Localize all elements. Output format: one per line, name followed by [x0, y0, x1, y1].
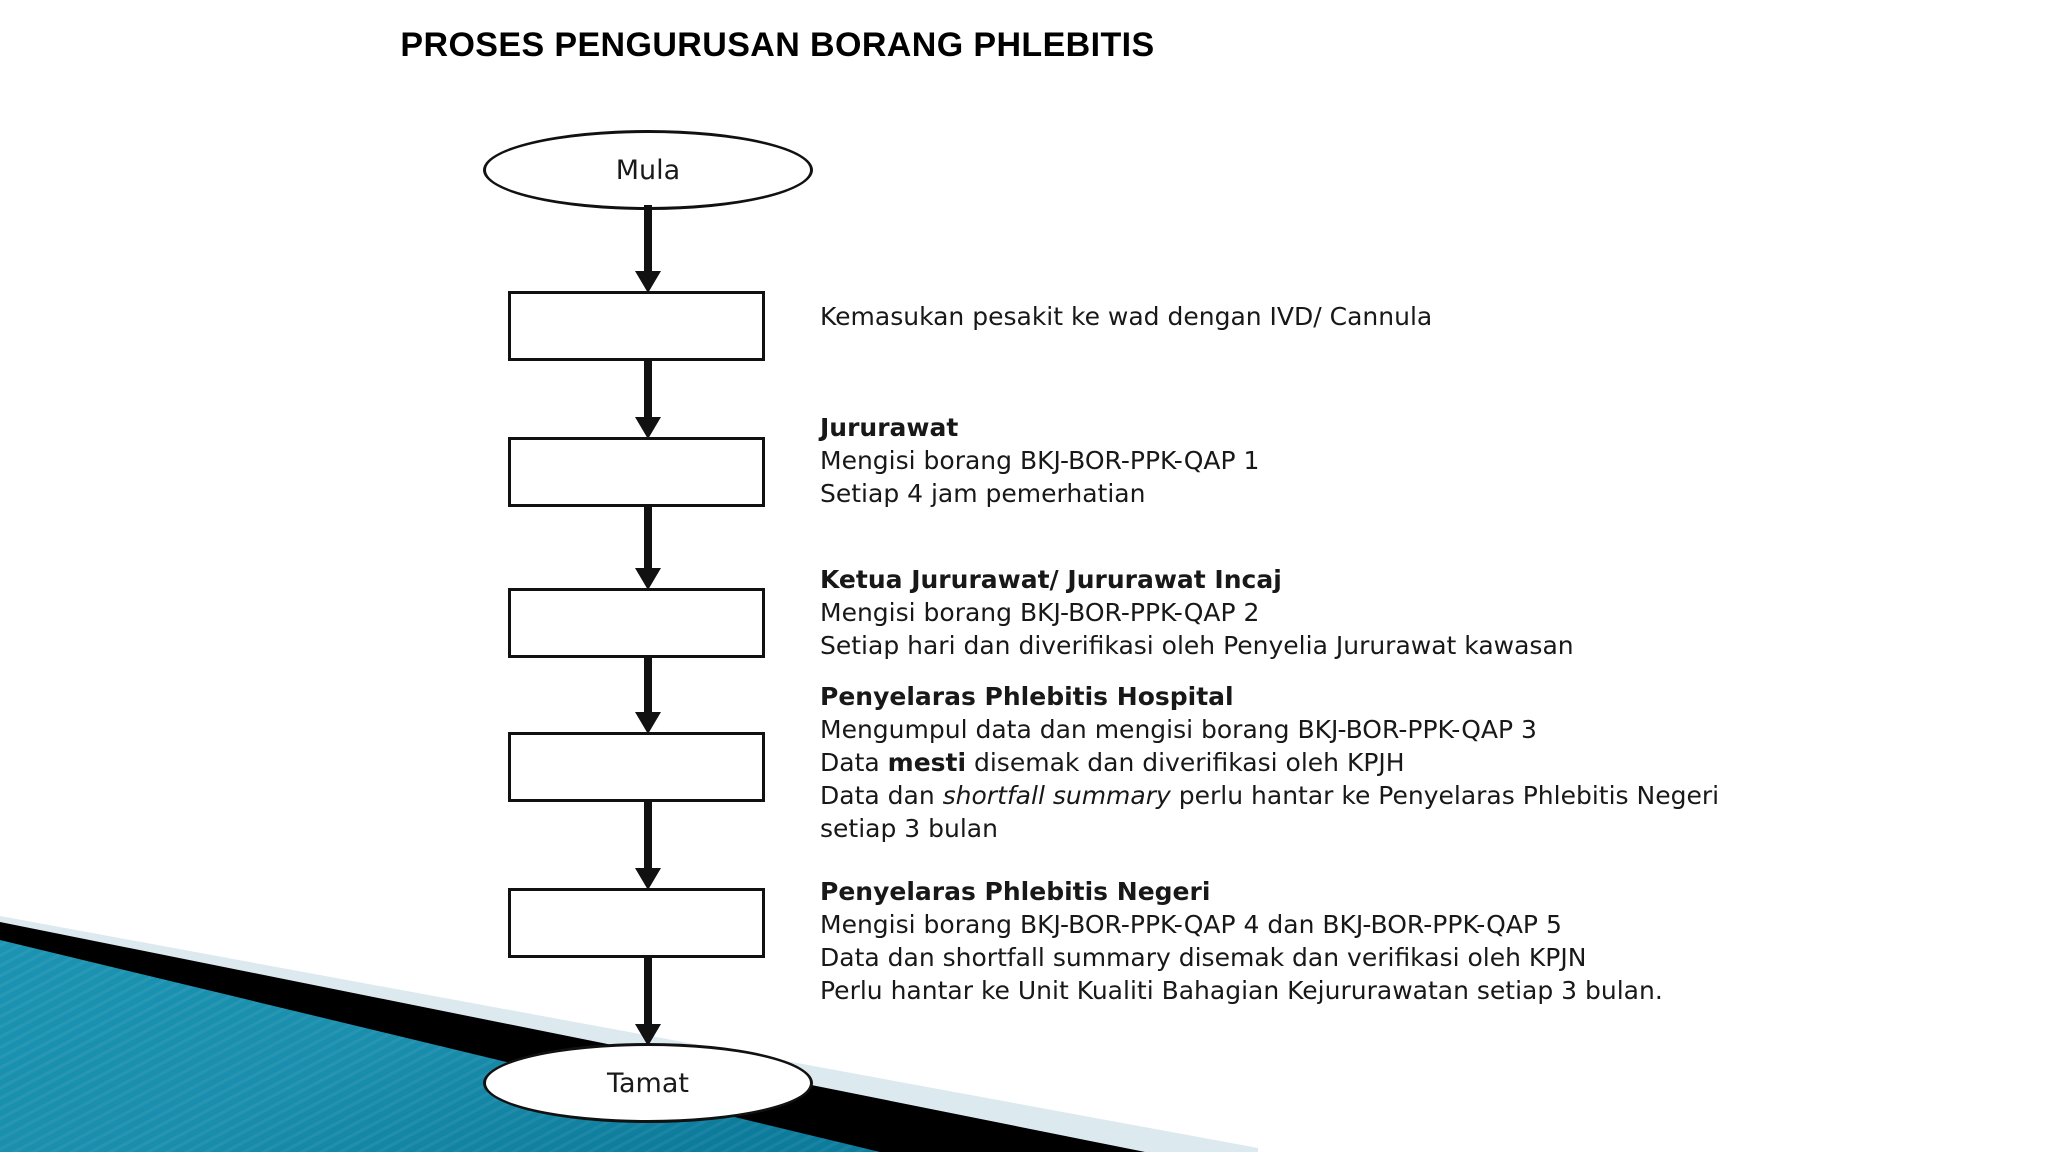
flow-end-node: Tamat [483, 1043, 813, 1123]
connector-arrowhead [635, 868, 661, 890]
connector-shaft [644, 956, 652, 1028]
connector-arrowhead [635, 568, 661, 590]
connector-arrowhead [635, 271, 661, 293]
page-title: PROSES PENGURUSAN BORANG PHLEBITIS [400, 26, 1155, 64]
connector-arrowhead [635, 1024, 661, 1046]
note-line: Data dan shortfall summary disemak dan v… [820, 943, 1587, 972]
connector-step4-to-step5 [627, 800, 669, 890]
connector-step5-to-end [627, 956, 669, 1046]
connector-shaft [644, 505, 652, 572]
note-line: Mengisi borang BKJ-BOR-PPK-QAP 1 [820, 446, 1260, 475]
note-step-1: Kemasukan pesakit ke wad dengan IVD/ Can… [820, 300, 1432, 333]
flow-step-box-3 [508, 588, 765, 658]
note-heading: Penyelaras Phlebitis Negeri [820, 877, 1211, 906]
note-line: Kemasukan pesakit ke wad dengan IVD/ Can… [820, 302, 1433, 331]
note-line: setiap 3 bulan [820, 814, 998, 843]
connector-step2-to-step3 [627, 505, 669, 590]
connector-shaft [644, 359, 652, 421]
decoration-teal-band [0, 940, 880, 1152]
note-line: Perlu hantar ke Unit Kualiti Bahagian Ke… [820, 976, 1663, 1005]
note-heading: Ketua Jururawat/ Jururawat Incaj [820, 565, 1282, 594]
note-line: Setiap 4 jam pemerhatian [820, 479, 1146, 508]
note-heading: Penyelaras Phlebitis Hospital [820, 682, 1234, 711]
connector-step3-to-step4 [627, 656, 669, 734]
flow-step-box-1 [508, 291, 765, 361]
connector-shaft [644, 800, 652, 872]
connector-arrowhead [635, 712, 661, 734]
note-line: Setiap hari dan diverifikasi oleh Penyel… [820, 631, 1574, 660]
note-line: Mengumpul data dan mengisi borang BKJ-BO… [820, 715, 1537, 744]
note-line: Mengisi borang BKJ-BOR-PPK-QAP 4 dan BKJ… [820, 910, 1562, 939]
connector-arrowhead [635, 417, 661, 439]
flow-step-box-4 [508, 732, 765, 802]
flow-start-label: Mula [615, 154, 681, 186]
note-line: Mengisi borang BKJ-BOR-PPK-QAP 2 [820, 598, 1260, 627]
note-line: Data dan shortfall summary perlu hantar … [820, 781, 1720, 810]
connector-shaft [644, 205, 652, 275]
connector-start-to-step1 [627, 205, 669, 293]
flow-step-box-5 [508, 888, 765, 958]
connector-shaft [644, 656, 652, 716]
flow-step-box-2 [508, 437, 765, 507]
note-line: Data mesti disemak dan diverifikasi oleh… [820, 748, 1405, 777]
connector-step1-to-step2 [627, 359, 669, 439]
flow-end-label: Tamat [606, 1067, 689, 1099]
note-heading: Jururawat [820, 413, 959, 442]
flow-start-node: Mula [483, 130, 813, 210]
